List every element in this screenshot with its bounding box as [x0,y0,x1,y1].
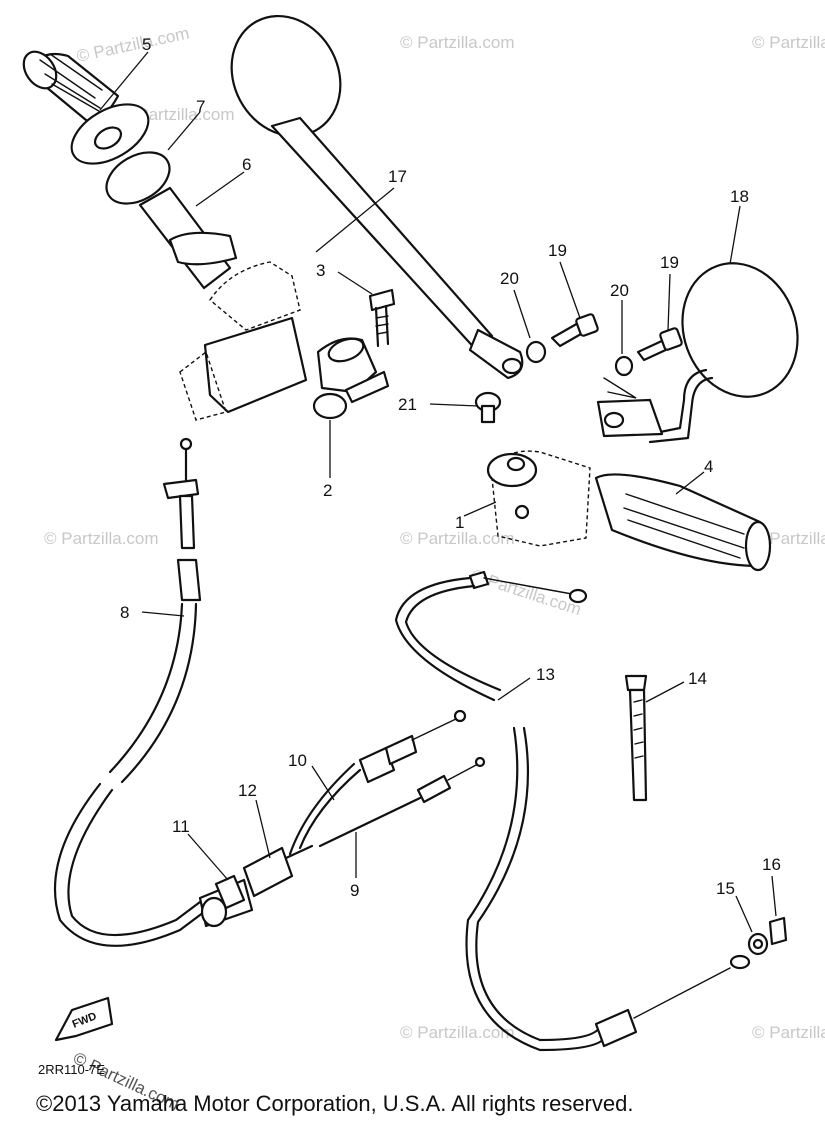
watermark: © Partzilla.com [752,33,825,52]
throttle-sleeve [105,151,238,290]
adjuster-nut [768,916,788,946]
clutch-cable [394,570,751,1052]
callout-3: 3 [316,261,325,280]
callout-21: 21 [398,395,417,414]
callout-16: 16 [762,855,781,874]
callout-4: 4 [704,457,713,476]
copyright-notice: ©2013 Yamaha Motor Corporation, U.S.A. A… [36,1091,634,1116]
forward-arrow: FWD [54,996,114,1042]
cable-tie [624,674,648,802]
callout-labels: 1 2 3 4 5 6 7 8 9 10 11 12 13 14 15 16 1… [120,35,781,900]
callout-8: 8 [120,603,129,622]
callout-1: 1 [455,513,464,532]
leader-lines [99,51,777,933]
watermark: © Partzilla.com [400,529,515,548]
watermark: © Partzilla.com [752,1023,825,1042]
callout-14: 14 [688,669,707,688]
callout-18: 18 [730,187,749,206]
cable-9 [318,756,486,848]
grip-collar [70,103,150,165]
left-mirror [230,14,524,380]
callout-7: 7 [196,97,205,116]
screw [368,288,396,348]
callout-5: 5 [142,35,151,54]
callout-10: 10 [288,751,307,770]
right-switch-housing [486,450,591,547]
diagram-code: 2RR110-7E [38,1062,105,1077]
callout-12: 12 [238,781,257,800]
mirror-screw-left [525,313,599,364]
callout-19: 19 [660,253,679,272]
washer [747,932,769,956]
watermark: © Partzilla.com [400,33,515,52]
callout-19: 19 [548,241,567,260]
watermark: © Partzilla.com [44,529,159,548]
cable-10 [288,709,467,856]
throttle-cable [53,437,206,947]
callout-15: 15 [716,879,735,898]
callout-11: 11 [172,817,190,836]
callout-17: 17 [388,167,407,186]
right-grip [594,473,772,572]
callout-13: 13 [536,665,555,684]
callout-9: 9 [350,881,359,900]
left-switch-housing [179,261,390,421]
watermark: © Partzilla.com [75,24,191,66]
callout-2: 2 [323,481,332,500]
right-mirror [596,262,799,444]
callout-6: 6 [242,155,251,174]
cap [474,391,502,424]
callout-20: 20 [500,269,519,288]
callout-20: 20 [610,281,629,300]
watermark: © Partzilla.com [400,1023,515,1042]
cable-junction [198,844,314,928]
mirror-screw-right [614,327,683,377]
